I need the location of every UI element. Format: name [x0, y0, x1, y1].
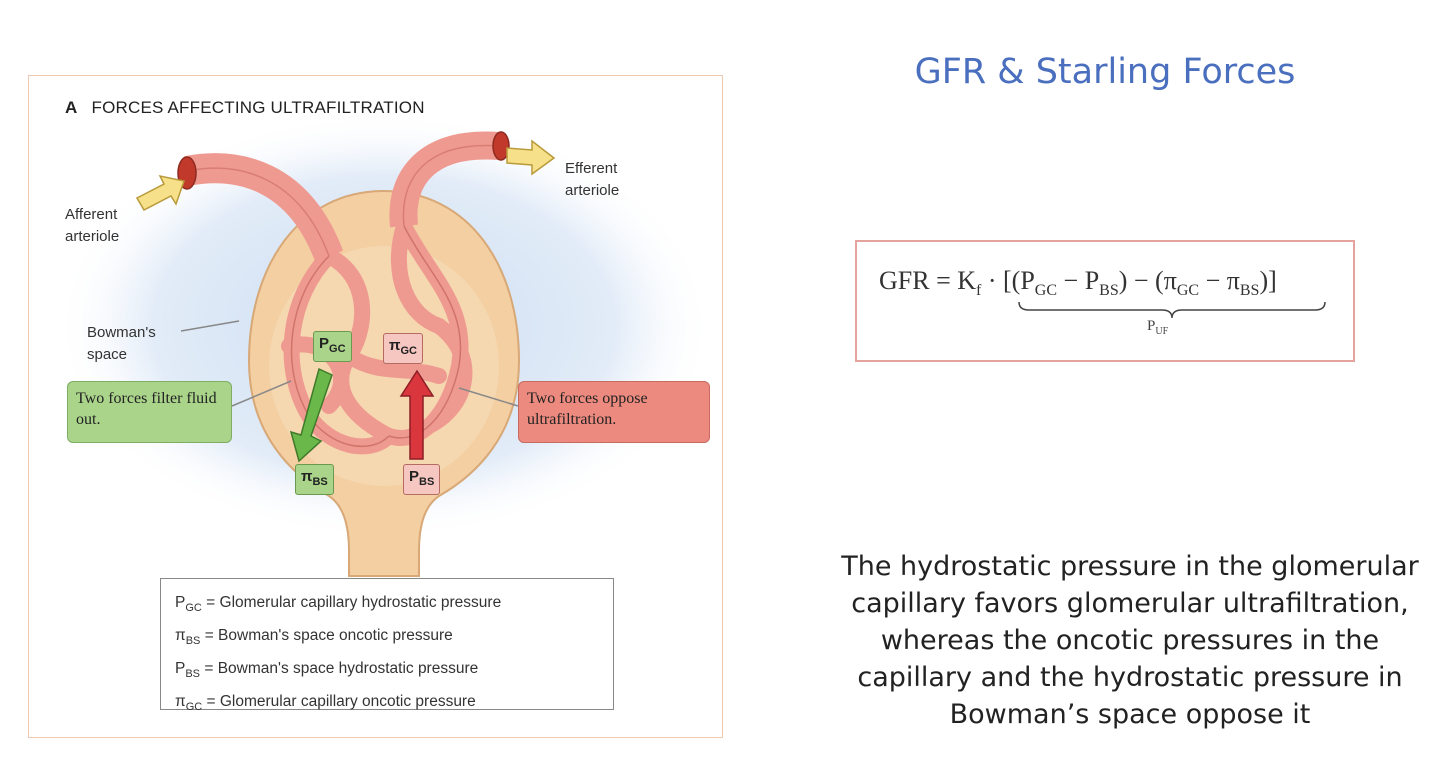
afferent-arteriole-edge [186, 167, 330, 257]
panel-title: A FORCES AFFECTING ULTRAFILTRATION [65, 98, 425, 118]
pibs-badge: πBS [295, 464, 334, 495]
slide-title: GFR & Starling Forces [914, 52, 1296, 92]
pigc-badge: πGC [383, 333, 423, 364]
legend-row: PGC = Glomerular capillary hydrostatic p… [175, 594, 502, 615]
filter-pointer-line [231, 380, 292, 407]
afferent-flow-arrow [135, 174, 185, 211]
red-opposing-arrow [399, 369, 435, 460]
panel-title-text: FORCES AFFECTING ULTRAFILTRATION [91, 98, 425, 117]
afferent-label: Afferent arteriole [65, 206, 120, 245]
legend-row: πGC = Glomerular capillary oncotic press… [175, 693, 476, 714]
efferent-flow-arrow [506, 139, 556, 176]
legend-row: πBS = Bowman's space oncotic pressure [175, 627, 453, 648]
pbs-badge: PBS [403, 464, 441, 495]
pgc-badge: PGC [313, 331, 352, 362]
equation-box: GFR = Kf · [(PGC − PBS) − (πGC − πBS)] P… [855, 240, 1355, 362]
oppose-pointer-line [458, 387, 519, 407]
green-filtration-arrow [289, 367, 333, 463]
underbrace [1018, 301, 1326, 319]
filter-callout: Two forces filter fluid out. [67, 381, 232, 443]
bowman-space-label: Bowman's space [87, 324, 156, 363]
legend-box: PGC = Glomerular capillary hydrostatic p… [160, 578, 614, 713]
oppose-callout: Two forces oppose ultrafiltration. [518, 381, 710, 443]
efferent-label: Efferent arteriole [565, 160, 620, 199]
efferent-opening [492, 131, 510, 161]
gfr-equation: GFR = Kf · [(PGC − PBS) − (πGC − πBS)] [879, 266, 1277, 300]
panel-letter: A [65, 98, 78, 117]
description-text: The hydrostatic pressure in the glomerul… [841, 551, 1419, 730]
puf-label: PUF [1147, 318, 1169, 337]
figure-panel: A FORCES AFFECTING ULTRAFILTRATION Affere… [28, 75, 723, 738]
efferent-arteriole-edge [402, 144, 500, 227]
legend-row: PBS = Bowman's space hydrostatic pressur… [175, 660, 479, 681]
bowman-pointer-line [180, 320, 240, 332]
